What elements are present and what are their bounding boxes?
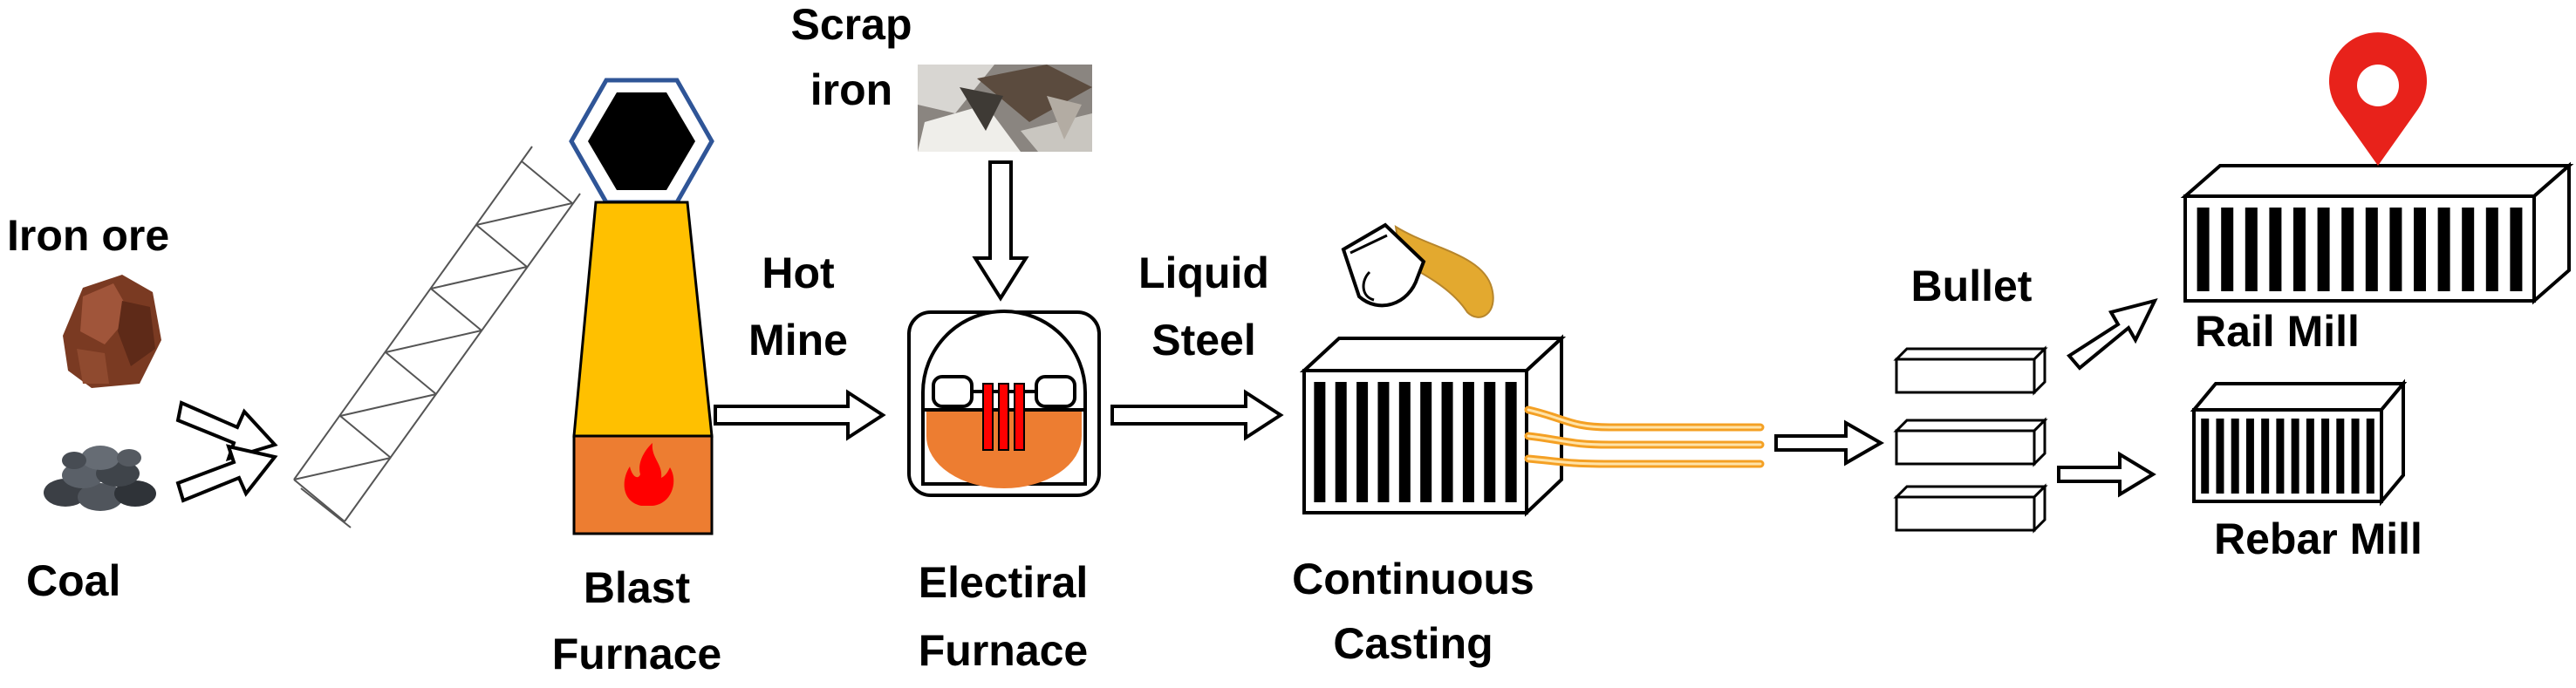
label-blast-furnace-line2: Furnace [551,630,722,678]
rebar-mill-bar [2351,419,2360,494]
label-iron-ore: Iron ore [7,211,170,260]
label-blast-furnace-line1: Blast [583,563,691,612]
casting-bar [1377,382,1390,502]
label-bullet: Bullet [1910,262,2033,310]
casting-bar [1484,382,1496,502]
casting-bar [1398,382,1411,502]
rebar-mill-bar [2366,419,2374,494]
billet-1 [1893,345,2048,396]
billet-bars-icon [1893,345,2048,534]
location-pin-icon [2329,32,2427,167]
rebar-mill-icon [2190,378,2408,507]
rail-mill-bar [2437,208,2450,291]
label-electrical-furnace-line1: Electiral [918,558,1089,607]
label-hot-mine-line1: Hot [762,249,835,297]
blast-furnace-icon [569,78,714,535]
ore-to-conveyor-arrow [175,400,278,462]
casting-bar [1441,382,1453,502]
rail-mill-bar [2365,208,2378,291]
to-rebar-mill-arrow [2057,451,2156,498]
coal-to-conveyor-arrow [175,444,278,503]
rebar-mill-bar [2336,419,2345,494]
rail-mill-bar [2293,208,2306,291]
rail-mill-bar [2197,208,2210,291]
rail-mill-bar [2317,208,2330,291]
rail-mill-icon [2180,161,2574,305]
label-liquid-steel-line2: Steel [1151,316,1256,364]
scrap-iron-photo-icon [918,65,1092,152]
rebar-mill-bar [2276,419,2285,494]
rail-mill-bar [2462,208,2475,291]
liquid-steel-arrow [1110,389,1284,441]
casting-bar [1335,382,1347,502]
rail-mill-bar [2414,208,2426,291]
rail-mill-bar [2341,208,2354,291]
casting-to-billets-arrow [1774,419,1885,467]
continuous-casting-machine-icon [1299,334,1567,517]
rail-mill-bar [2389,208,2402,291]
label-rebar-mill: Rebar Mill [2214,514,2422,563]
electric-arc-furnace-icon [907,310,1101,497]
label-continuous-casting-line1: Continuous [1292,555,1534,603]
scrap-to-furnace-arrow [972,160,1029,302]
label-scrap-iron-line1: Scrap [790,0,912,49]
rail-mill-bar [2510,208,2523,291]
casting-bar [1505,382,1517,502]
label-rail-mill: Rail Mill [2195,307,2360,356]
rebar-mill-bar [2261,419,2270,494]
rebar-mill-bar [2201,419,2210,494]
rail-mill-bar [2485,208,2498,291]
label-coal: Coal [26,556,121,605]
label-electrical-furnace-line2: Furnace [918,626,1089,675]
rebar-mill-bar [2306,419,2314,494]
coal-icon [44,446,156,511]
flame-icon [624,443,674,506]
billet-2 [1893,417,2048,467]
conveyor-truss [293,146,581,528]
label-hot-mine-line2: Mine [748,316,848,364]
label-continuous-casting-line2: Casting [1333,619,1493,668]
rail-mill-bar [2245,208,2258,291]
iron-ore-icon [63,275,161,388]
billet-3 [1893,483,2048,534]
label-liquid-steel-line1: Liquid [1138,249,1269,297]
to-rail-mill-arrow [2066,297,2158,371]
casting-bar [1462,382,1474,502]
casting-bar [1314,382,1326,502]
rail-mill-bar [2221,208,2234,291]
rebar-mill-bar [2291,419,2299,494]
rail-mill-bar [2269,208,2282,291]
rebar-mill-bar [2321,419,2330,494]
casting-bar [1356,382,1369,502]
label-scrap-iron-line2: iron [810,65,893,114]
hot-mine-arrow [714,389,886,441]
rebar-mill-bar [2231,419,2239,494]
rebar-mill-bar [2216,419,2224,494]
ladle-icon [1341,222,1494,318]
casting-bar [1420,382,1432,502]
rebar-mill-bar [2245,419,2254,494]
